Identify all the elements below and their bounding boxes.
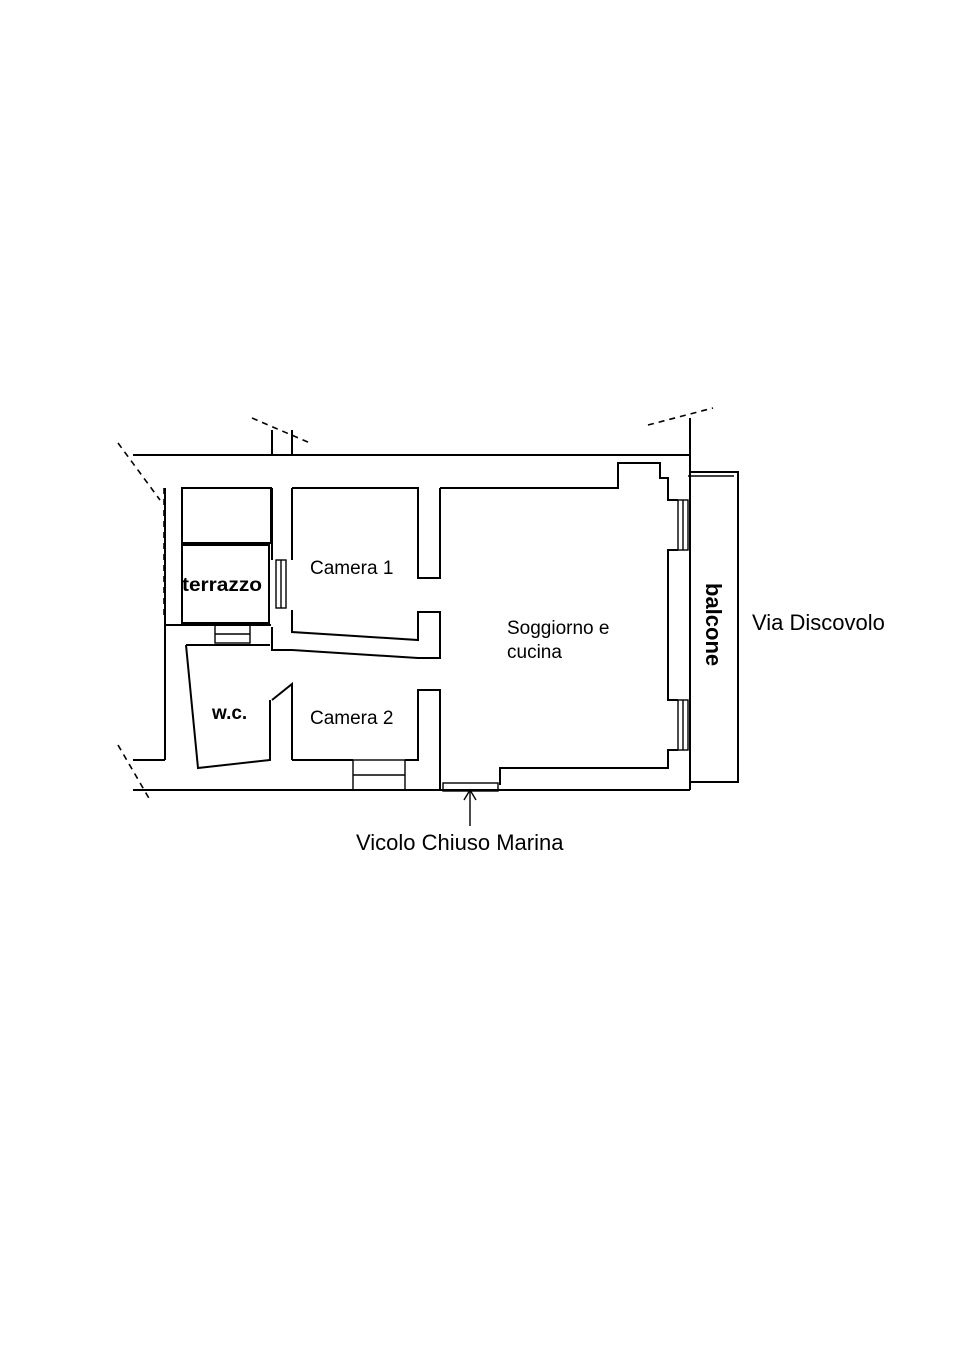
balcony-outline	[688, 471, 739, 783]
label-soggiorno: Soggiorno e	[507, 618, 609, 639]
label-cucina: cucina	[507, 642, 562, 663]
label-wc: w.c.	[211, 703, 247, 724]
entrance-arrow	[463, 788, 477, 826]
label-camera-1: Camera 1	[310, 558, 393, 579]
label-camera-2: Camera 2	[310, 708, 393, 729]
label-terrazzo: terrazzo	[182, 575, 262, 596]
break-lines	[117, 407, 714, 801]
interior-walls	[165, 462, 689, 792]
label-balcone: balcone	[701, 583, 726, 666]
label-vicolo-chiuso-marina: Vicolo Chiuso Marina	[356, 830, 564, 855]
label-via-discovolo: Via Discovolo	[752, 610, 885, 635]
exterior-walls	[133, 418, 691, 791]
